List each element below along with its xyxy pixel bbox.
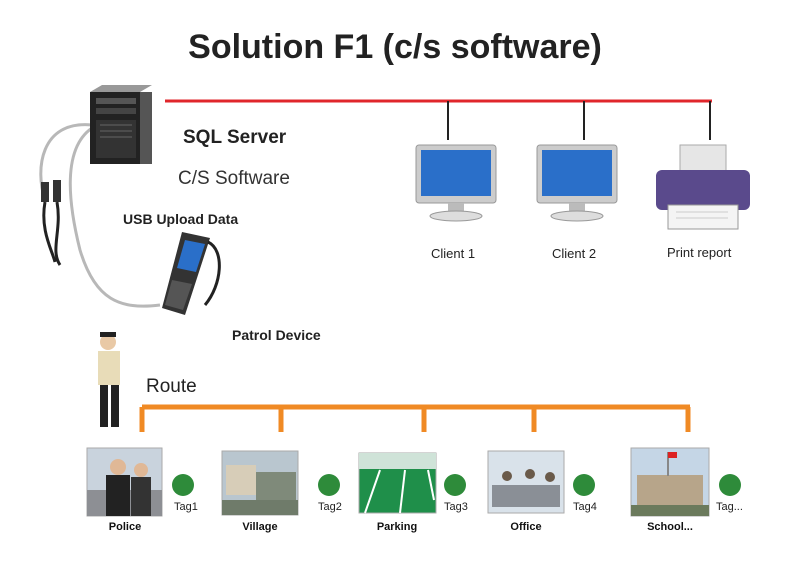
location-label-village: Village (242, 521, 278, 533)
location-label-parking: Parking (376, 521, 418, 533)
village-photo-icon (221, 450, 299, 516)
client1-monitor-icon (415, 144, 497, 222)
tag4-icon (573, 474, 595, 496)
printer-icon (656, 144, 750, 230)
tag2-icon (318, 474, 340, 496)
usb-connector-icon (41, 180, 62, 266)
school-photo-icon (630, 447, 710, 517)
usb-label: USB Upload Data (123, 211, 239, 227)
patrol-device-icon (162, 232, 221, 315)
printer-label: Print report (667, 245, 732, 260)
tag5-icon (719, 474, 741, 496)
client2-label: Client 2 (552, 246, 597, 261)
tag4-label: Tag4 (573, 501, 597, 513)
tag3-label: Tag3 (444, 501, 468, 513)
office-photo-icon (487, 450, 565, 514)
tag3-icon (444, 474, 466, 496)
guard-icon (98, 332, 120, 427)
server-icon (90, 85, 152, 164)
patrol-device-label: Patrol Device (232, 327, 321, 343)
tag1-icon (172, 474, 194, 496)
location-label-office: Office (510, 521, 542, 533)
client2-monitor-icon (536, 144, 618, 222)
client1-label: Client 1 (431, 246, 476, 261)
route-label: Route (146, 376, 197, 397)
tag1-label: Tag1 (174, 501, 198, 513)
page-title: Solution F1 (c/s software) (188, 28, 602, 66)
location-label-police: Police (108, 521, 142, 533)
tag5-label: Tag... (716, 501, 743, 513)
server-software: C/S Software (178, 168, 290, 189)
tag2-label: Tag2 (318, 501, 342, 513)
parking-photo-icon (358, 452, 437, 514)
police-photo-icon (86, 447, 163, 517)
location-label-school: School... (647, 521, 693, 533)
server-name: SQL Server (183, 127, 287, 148)
